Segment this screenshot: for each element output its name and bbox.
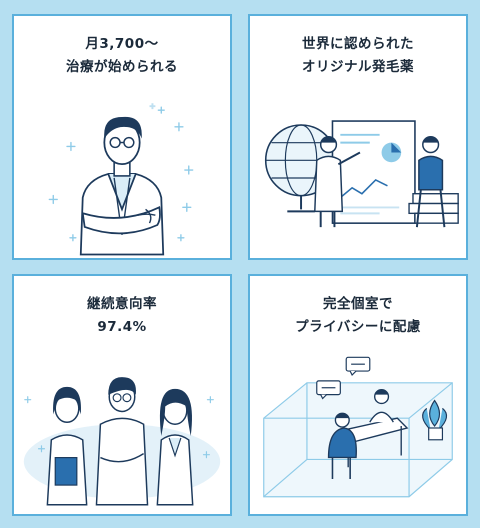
card-title: 世界に認められた オリジナル発毛薬 (250, 33, 466, 79)
card-title-line1: 世界に認められた (302, 36, 414, 52)
card-title-line1: 継続意向率 (87, 296, 157, 312)
card-title-line2: 97.4% (97, 319, 147, 335)
card-title: 完全個室で プライバシーに配慮 (250, 293, 466, 339)
card-title-line2: 治療が始められる (66, 59, 178, 75)
card-title: 月3,700〜 治療が始められる (14, 33, 230, 79)
card-title: 継続意向率 97.4% (14, 293, 230, 339)
card-title-line1: 月3,700〜 (85, 36, 159, 52)
doctors-globe-research-illustration (264, 120, 459, 228)
feature-card-continuation-rate: 継続意向率 97.4% (12, 274, 232, 516)
card-title-line2: プライバシーに配慮 (295, 319, 421, 335)
feature-card-private-room: 完全個室で プライバシーに配慮 (248, 274, 468, 516)
feature-card-original-medicine: 世界に認められた オリジナル発毛薬 (248, 14, 468, 260)
card-title-line2: オリジナル発毛薬 (302, 59, 414, 75)
three-medical-staff-illustration (23, 377, 221, 506)
feature-card-price: 月3,700〜 治療が始められる (12, 14, 232, 260)
private-consultation-room-illustration (263, 356, 453, 498)
doctor-arms-crossed-illustration (48, 103, 194, 256)
card-title-line1: 完全個室で (323, 296, 393, 312)
